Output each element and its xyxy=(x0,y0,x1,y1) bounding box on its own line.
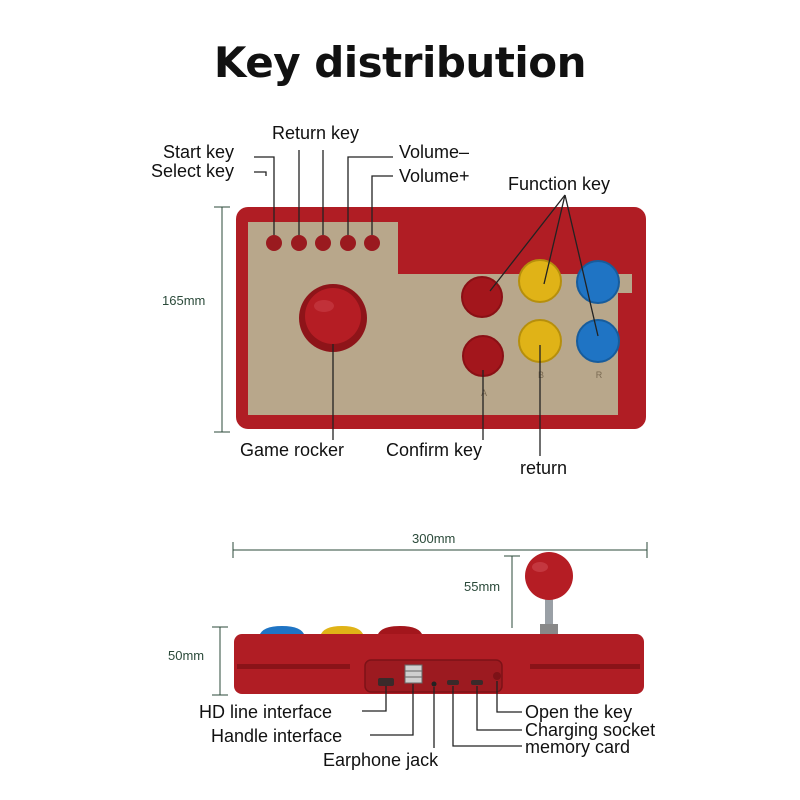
label-earphone-jack: Earphone jack xyxy=(323,750,439,770)
label-confirm-key: Confirm key xyxy=(386,440,483,460)
top-view: A B R xyxy=(214,150,646,456)
game-rocker[interactable] xyxy=(305,288,361,344)
memory-card-slot xyxy=(447,680,459,685)
function-button-red[interactable] xyxy=(461,276,503,318)
label-return-key: Return key xyxy=(272,123,360,143)
page-title: Key distribution xyxy=(213,38,587,87)
select-button[interactable] xyxy=(291,235,307,251)
earphone-port xyxy=(431,681,437,687)
label-function-key: Function key xyxy=(508,174,611,194)
game-rocker-shine xyxy=(314,300,334,312)
side-groove-left xyxy=(237,664,350,669)
dimension-165mm: 165mm xyxy=(162,293,206,308)
function-button-yellow[interactable] xyxy=(518,259,562,303)
dimension-300mm: 300mm xyxy=(412,531,456,546)
dimension-50mm: 50mm xyxy=(168,648,205,663)
volume-plus-button[interactable] xyxy=(364,235,380,251)
side-stick-collar xyxy=(540,624,558,634)
function-button-blue-bottom[interactable] xyxy=(576,319,620,363)
power-switch xyxy=(493,672,501,680)
label-return: return xyxy=(520,458,568,478)
side-stick-shaft xyxy=(545,588,553,628)
charging-port xyxy=(471,680,483,685)
return-small-button[interactable] xyxy=(315,235,331,251)
hd-port xyxy=(378,678,394,686)
side-groove-right xyxy=(530,664,640,669)
side-view xyxy=(212,542,648,748)
start-button[interactable] xyxy=(266,235,282,251)
body-dimension xyxy=(212,626,228,696)
side-stick-shine xyxy=(532,562,548,572)
label-hd-line-interface: HD line interface xyxy=(199,702,333,722)
label-open-the-key: Open the key xyxy=(525,702,633,722)
button-letter-a: A xyxy=(481,388,487,398)
label-handle-interface: Handle interface xyxy=(211,726,343,746)
label-start-key: Start key xyxy=(163,142,235,162)
side-leader-lines xyxy=(362,681,522,748)
label-select-key: Select key xyxy=(151,161,235,181)
width-dimension xyxy=(232,542,648,558)
label-charging-socket: Charging socket xyxy=(525,720,656,740)
side-stick-ball xyxy=(525,552,573,600)
label-memory-card: memory card xyxy=(525,737,631,757)
label-game-rocker: Game rocker xyxy=(240,440,345,460)
label-volume-plus: Volume+ xyxy=(399,166,470,186)
label-volume-minus: Volume– xyxy=(399,142,470,162)
top-leader-lines xyxy=(254,150,599,456)
function-button-blue-top[interactable] xyxy=(576,260,620,304)
volume-minus-button[interactable] xyxy=(340,235,356,251)
usb-port xyxy=(404,664,423,684)
button-letter-b: B xyxy=(538,370,544,380)
stick-dimension xyxy=(504,555,520,628)
dimension-55mm: 55mm xyxy=(464,579,501,594)
controller-panel xyxy=(248,222,632,415)
button-letter-r: R xyxy=(596,370,603,380)
top-height-dimension xyxy=(214,206,230,433)
system-buttons xyxy=(266,235,380,251)
